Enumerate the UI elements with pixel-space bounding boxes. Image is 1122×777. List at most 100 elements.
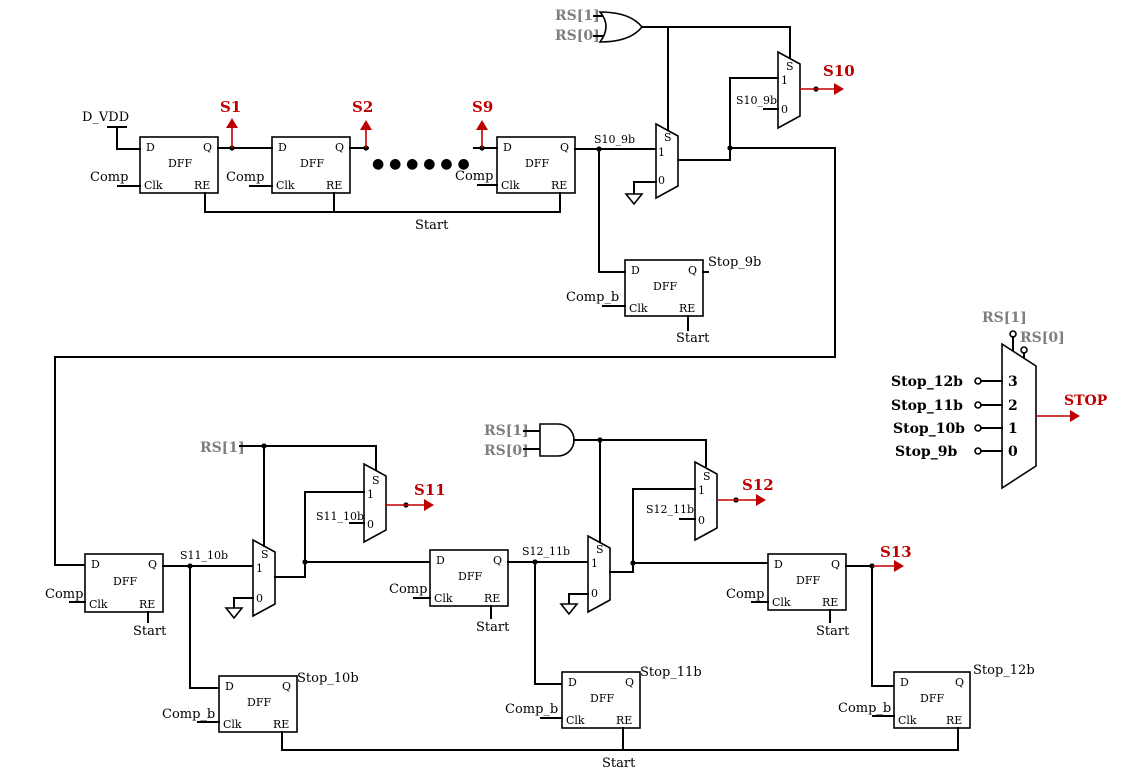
and-gate [539,423,575,457]
svg-text:3: 3 [1008,374,1018,390]
start-label: Start [816,624,850,639]
dff-pin-clk: Clk [276,179,295,192]
dff-stop-10b: D Q DFF Clk RE [218,675,298,733]
dff-title: DFF [300,157,324,170]
start-label: Start [133,624,167,639]
dff-pin-d: D [774,558,783,571]
dff-pin-q: Q [203,141,212,154]
dff-pin-d: D [91,558,100,571]
rs1-label: RS[1] [555,8,600,24]
dff-pin-q: Q [282,680,291,693]
dff-stop-9b: D Q DFF Clk RE [624,259,704,317]
dff-s9: D Q DFF Clk RE [496,136,576,194]
s11-10b-mux-label: S11_10b [316,510,364,523]
stop-output-label: STOP [1064,393,1108,409]
s12-11b-label: S12_11b [522,545,570,558]
dff-s11: D Q DFF Clk RE [84,553,164,613]
dff-pin-q: Q [688,264,697,277]
svg-text:1: 1 [256,562,263,575]
mux-s10 [777,50,801,130]
svg-text:0: 0 [1008,444,1018,460]
ground-icon [559,603,579,616]
dff-pin-re: RE [484,592,500,605]
dff-pin-clk: Clk [501,179,520,192]
dff-pin-re: RE [679,302,695,315]
dff-pin-re: RE [616,714,632,727]
dff-pin-q: Q [831,558,840,571]
dff-pin-clk: Clk [434,592,453,605]
dff-pin-re: RE [326,179,342,192]
s10-output-label: S10 [823,62,855,80]
dff-title: DFF [458,570,482,583]
dff-title: DFF [168,157,192,170]
svg-text:S: S [261,548,269,561]
dff-pin-re: RE [822,596,838,609]
svg-text:1: 1 [658,146,665,159]
mux-s10-9b [655,122,679,200]
rs1-and-label: RS[1] [484,423,529,439]
dff-pin-clk: Clk [629,302,648,315]
comp-label: Comp [455,169,493,184]
dff-pin-d: D [225,680,234,693]
start-label: Start [676,331,710,346]
svg-text:0: 0 [781,103,788,116]
svg-text:S: S [703,470,711,483]
dff-pin-q: Q [493,554,502,567]
comp-b-label: Comp_b [162,707,215,722]
ground-icon [624,193,644,206]
comp-b-label: Comp_b [566,290,619,305]
dff-stop-11b: D Q DFF Clk RE [561,671,641,729]
dff-title: DFF [590,692,614,705]
comp-label: Comp [90,170,128,185]
dff-title: DFF [653,280,677,293]
final-rs1-label: RS[1] [982,310,1027,326]
svg-text:0: 0 [591,587,598,600]
svg-text:1: 1 [781,74,788,87]
comp-label: Comp [726,587,764,602]
rs0-and-label: RS[0] [484,443,529,459]
svg-text:1: 1 [1008,421,1018,437]
s9-output-label: S9 [472,98,493,116]
mux-s12 [694,460,718,542]
dff-pin-clk: Clk [898,714,917,727]
dff-title: DFF [113,575,137,588]
dff-pin-re: RE [551,179,567,192]
final-in1-label: Stop_10b [893,421,965,437]
start-label: Start [415,218,449,233]
stop-10b-label: Stop_10b [297,671,359,686]
svg-text:0: 0 [698,514,705,527]
svg-text:S: S [372,474,380,487]
start-label: Start [476,620,510,635]
dff-pin-clk: Clk [223,718,242,731]
dff-s1: D Q DFF Clk RE [139,136,219,194]
dff-pin-d: D [278,141,287,154]
stop-11b-label: Stop_11b [640,665,702,680]
dff-pin-d: D [503,141,512,154]
dff-s12: D Q DFF Clk RE [429,549,509,607]
dff-title: DFF [525,157,549,170]
final-in3-label: Stop_12b [891,374,963,390]
svg-text:1: 1 [591,557,598,570]
d-vdd-label: D_VDD [82,110,129,125]
s13-output-label: S13 [880,543,912,561]
ellipsis-dots: ● ● ● ● ● ● [372,156,470,172]
s2-output-label: S2 [352,98,373,116]
final-rs0-label: RS[0] [1020,330,1065,346]
comp-b-label: Comp_b [505,702,558,717]
final-in0-label: Stop_9b [895,444,957,460]
comp-b-label: Comp_b [838,701,891,716]
final-in2-label: Stop_11b [891,398,963,414]
svg-text:S: S [664,131,672,144]
dff-pin-re: RE [273,718,289,731]
svg-text:S: S [786,60,794,73]
dff-pin-q: Q [148,558,157,571]
or-gate [598,11,644,43]
dff-pin-q: Q [335,141,344,154]
s12-11b-mux-label: S12_11b [646,503,694,516]
s10-9b-mux-label: S10_9b [736,94,777,107]
rs1-row2-label: RS[1] [200,440,245,456]
dff-s2: D Q DFF Clk RE [271,136,351,194]
rs0-label: RS[0] [555,28,600,44]
dff-pin-clk: Clk [566,714,585,727]
dff-stop-12b: D Q DFF Clk RE [893,671,971,729]
